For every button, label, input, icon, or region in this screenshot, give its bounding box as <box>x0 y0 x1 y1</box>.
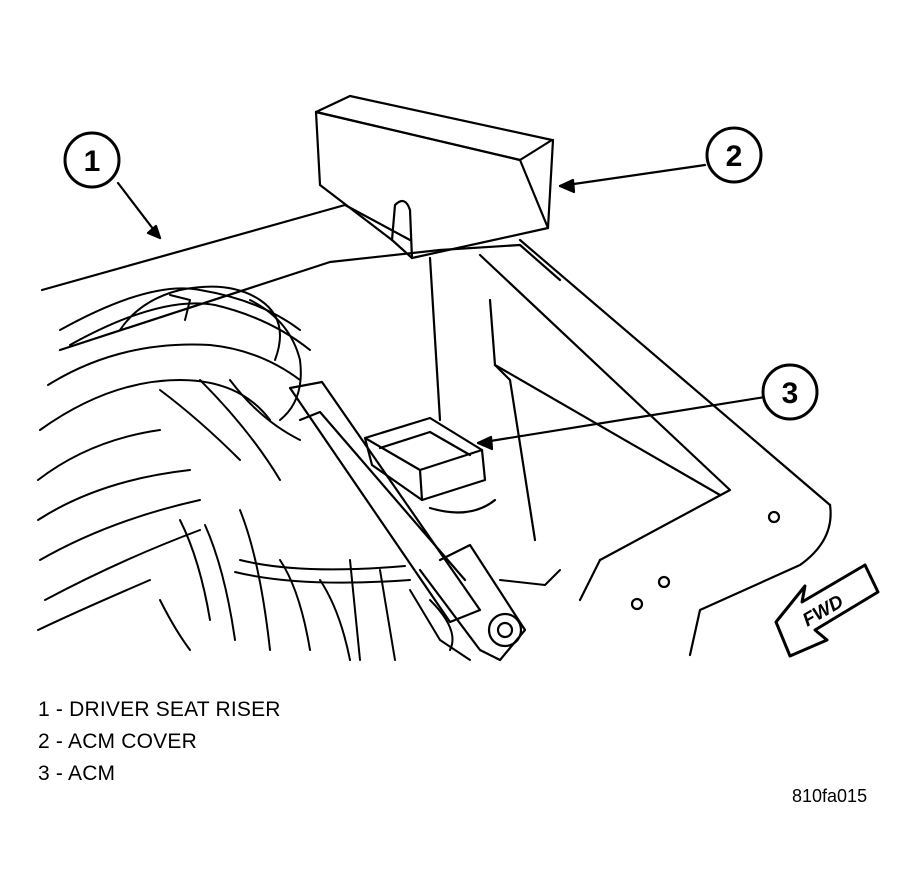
callout-3-number: 3 <box>782 377 799 410</box>
legend: 1 - DRIVER SEAT RISER 2 - ACM COVER 3 - … <box>38 694 281 790</box>
callout-3: 3 <box>761 363 819 421</box>
acm-module <box>363 416 497 514</box>
legend-item: 2 - ACM COVER <box>38 730 197 753</box>
acm-location-illustration: 1 2 3 FWD <box>37 94 880 662</box>
callout-1-number: 1 <box>84 145 101 178</box>
callout-1: 1 <box>63 131 121 189</box>
leader-arrows <box>116 163 767 451</box>
driver-seat-riser <box>40 203 832 657</box>
legend-item: 3 - ACM <box>38 762 116 785</box>
figure-id: 810fa015 <box>792 786 868 806</box>
fwd-direction-arrow: FWD <box>774 563 880 658</box>
mounting-bracket <box>288 380 527 662</box>
callout-2-number: 2 <box>726 140 743 173</box>
acm-cover <box>314 94 555 260</box>
callout-2: 2 <box>705 126 763 184</box>
legend-item: 1 - DRIVER SEAT RISER <box>38 698 281 721</box>
wiring-harness <box>37 285 561 661</box>
